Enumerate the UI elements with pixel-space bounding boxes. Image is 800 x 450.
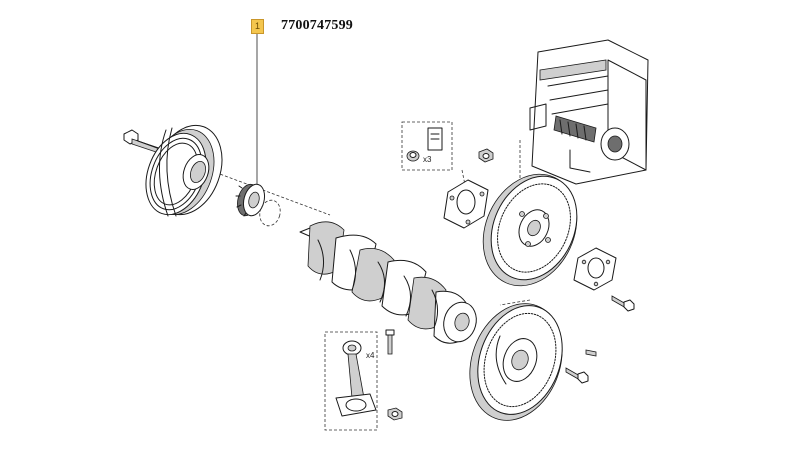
connecting-rod-icon xyxy=(335,340,377,417)
reinforcement-plate-icon[interactable] xyxy=(443,179,489,229)
nut-kit-box[interactable] xyxy=(401,121,453,171)
nut-quantity-label: x3 xyxy=(423,155,432,164)
rod-nut-icon[interactable] xyxy=(387,407,403,421)
ring-gear-flywheel-icon[interactable] xyxy=(454,291,578,434)
flywheel-nut-icon[interactable] xyxy=(478,148,494,163)
plate-bolt-icon[interactable] xyxy=(611,295,635,312)
flywheel-icon[interactable] xyxy=(466,159,595,301)
part-number-label[interactable]: 7700747599 xyxy=(281,18,353,33)
flywheel-bolt-icon[interactable] xyxy=(565,367,589,384)
flywheel-axis-line xyxy=(499,299,531,306)
bolt-quantity-label: x4 xyxy=(366,351,375,360)
sprocket-key-icon xyxy=(259,199,281,227)
crankshaft-icon[interactable] xyxy=(299,221,481,346)
callout-number-badge[interactable]: 1 xyxy=(251,19,264,34)
pulley-bolt-icon[interactable] xyxy=(123,129,163,155)
rear-plate-icon[interactable] xyxy=(573,247,617,291)
timing-sprocket-icon[interactable] xyxy=(234,182,268,218)
rod-bolt-icon[interactable] xyxy=(385,329,395,355)
connecting-rod-kit-box[interactable] xyxy=(324,331,378,431)
engine-block-icon xyxy=(529,39,649,185)
crankshaft-pulley-icon[interactable] xyxy=(135,116,233,224)
dowel-pin-icon[interactable] xyxy=(585,349,597,357)
